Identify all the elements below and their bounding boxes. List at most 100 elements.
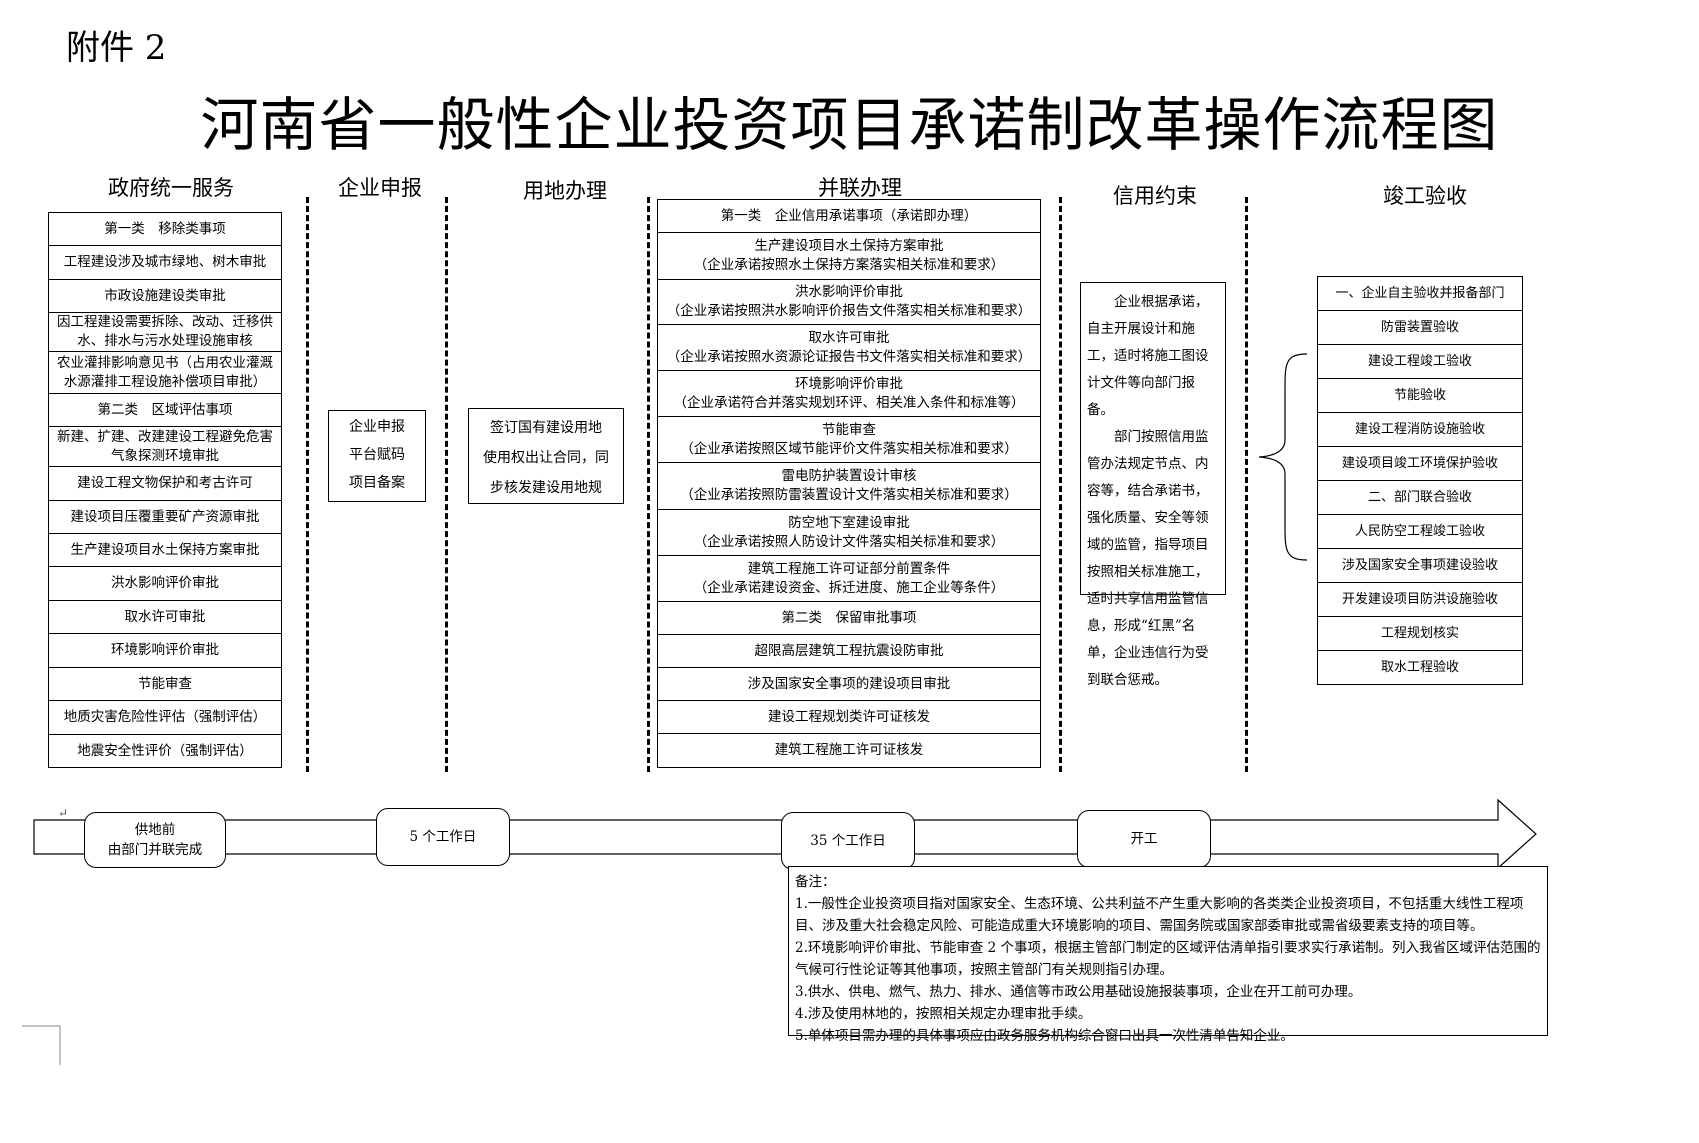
acceptance-item-text: 建设工程消防设施验收 [1354, 422, 1485, 437]
gov-item-text: 市政设施建设类审批 [104, 287, 226, 304]
parallel-item: 取水许可审批（企业承诺按照水资源论证报告书文件落实相关标准和要求） [658, 325, 1040, 371]
credit-paragraph: 部门按照信用监管办法规定节点、内容等，结合承诺书，强化质量、安全等领域的监管，指… [1087, 429, 1209, 688]
acceptance-list: 一、企业自主验收并报备部门防雷装置验收建设工程竣工验收节能验收建设工程消防设施验… [1317, 276, 1523, 685]
acceptance-item: 二、部门联合验收 [1318, 481, 1522, 515]
acceptance-item-text: 建设工程竣工验收 [1367, 354, 1472, 369]
attachment-label: 附件 2 [66, 28, 167, 68]
apply-step: 平台赋码 [349, 447, 405, 463]
parallel-item-text: （企业承诺建设资金、拆迁进度、施工企业等条件） [693, 579, 1005, 596]
stage-label: 供地前 [134, 822, 176, 838]
parallel-item-text: 生产建设项目水土保持方案审批 [754, 238, 944, 254]
gov-item-text: 建设项目压覆重要矿产资源审批 [70, 508, 260, 525]
gov-item: 生产建设项目水土保持方案审批 [49, 534, 281, 567]
page-title: 河南省一般性企业投资项目承诺制改革操作流程图 [200, 91, 1499, 159]
acceptance-item-text: 建设项目竣工环境保护验收 [1341, 456, 1498, 471]
parallel-item-text: （企业承诺按照水土保持方案落实相关标准和要求） [693, 257, 1005, 273]
acceptance-item-text: 防雷装置验收 [1380, 320, 1459, 335]
acceptance-item-text: 节能验收 [1393, 388, 1446, 403]
note-item: 2.环境影响评价审批、节能审查 2 个事项，根据主管部门制定的区域评估清单指引要… [795, 940, 1541, 978]
gov-item: 因工程建设需要拆除、改动、迁移供水、排水与污水处理设施审核 [49, 313, 281, 352]
note-item: 1.一般性企业投资项目指对国家安全、生态环境、公共利益不产生重大影响的各类类企业… [795, 896, 1524, 934]
note-item: 4.涉及使用林地的，按照相关规定办理审批手续。 [795, 1006, 1092, 1022]
enterprise-apply-box: 企业申报 平台赋码 项目备案 [328, 410, 426, 502]
gov-item: 第一类 移除类事项 [49, 213, 281, 246]
gov-item: 地震安全性评价（强制评估） [49, 735, 281, 768]
stage-35-days: 35 个工作日 [781, 812, 915, 870]
parallel-item-text: 建筑工程施工许可证部分前置条件 [747, 560, 951, 577]
column-heading-land: 用地办理 [523, 179, 607, 203]
stage-5-days: 5 个工作日 [376, 808, 510, 866]
notes-heading: 备注： [795, 874, 836, 890]
parallel-item: 建筑工程施工许可证核发 [658, 734, 1040, 768]
gov-item-text: 工程建设涉及城市绿地、树木审批 [63, 254, 267, 270]
stage-label: 由部门并联完成 [107, 842, 203, 858]
gov-item-text: 节能审查 [138, 675, 192, 692]
brace-icon [1258, 353, 1308, 561]
gov-item-text: 生产建设项目水土保持方案审批 [70, 541, 260, 558]
parallel-item: 生产建设项目水土保持方案审批 （企业承诺按照水土保持方案落实相关标准和要求） [658, 233, 1040, 280]
gov-item: 农业灌排影响意见书（占用农业灌溉水源灌排工程设施补偿项目审批） [49, 352, 281, 394]
acceptance-item: 建设项目竣工环境保护验收 [1318, 447, 1522, 481]
acceptance-item-text: 工程规划核实 [1380, 626, 1459, 641]
acceptance-item: 人民防空工程竣工验收 [1318, 515, 1522, 549]
parallel-item: 建筑工程施工许可证部分前置条件 （企业承诺建设资金、拆迁进度、施工企业等条件） [658, 556, 1040, 602]
gov-item-text: 洪水影响评价审批 [111, 575, 219, 591]
acceptance-item-text: 人民防空工程竣工验收 [1354, 524, 1485, 539]
gov-item: 工程建设涉及城市绿地、树木审批 [49, 246, 281, 280]
column-divider [1059, 197, 1062, 772]
gov-item-text: 地震安全性评价（强制评估） [77, 742, 253, 759]
parallel-item-text: 第一类 企业信用承诺事项（承诺即办理） [720, 207, 978, 224]
parallel-item: 第二类 保留审批事项 [658, 602, 1040, 635]
acceptance-item-text: 一、企业自主验收并报备部门 [1335, 286, 1505, 301]
gov-item: 建设项目压覆重要矿产资源审批 [49, 501, 281, 534]
parallel-item-text: 建设工程规划类许可证核发 [768, 708, 930, 725]
column-divider [1245, 197, 1248, 772]
gov-item: 第二类 区域评估事项 [49, 394, 281, 427]
gov-item-text: 农业灌排影响意见书（占用农业灌溉水源灌排工程设施补偿项目审批） [57, 354, 273, 390]
parallel-item-text: 防空地下室建设审批 [788, 514, 910, 531]
column-heading-acceptance: 竣工验收 [1383, 184, 1467, 208]
parallel-item-text: 节能审查 [822, 421, 876, 438]
gov-item-text: 新建、扩建、改建建设工程避免危害气象探测环境审批 [57, 428, 273, 464]
parallel-item-text: 取水许可审批 [808, 329, 890, 346]
acceptance-item: 节能验收 [1318, 379, 1522, 413]
column-divider [445, 197, 448, 772]
credit-paragraph: 企业根据承诺，自主开展设计和施工，适时将施工图设计文件等向部门报备。 [1087, 294, 1209, 418]
acceptance-item: 防雷装置验收 [1318, 311, 1522, 345]
parallel-item-text: （企业承诺按照洪水影响评价报告文件落实相关标准和要求） [666, 303, 1032, 319]
parallel-item-text: 建筑工程施工许可证核发 [774, 742, 924, 758]
parallel-item: 第一类 企业信用承诺事项（承诺即办理） [658, 200, 1040, 233]
gov-item: 节能审查 [49, 668, 281, 701]
parallel-item-text: 超限高层建筑工程抗震设防审批 [754, 642, 944, 659]
notes-box: 备注： 1.一般性企业投资项目指对国家安全、生态环境、公共利益不产生重大影响的各类… [788, 866, 1548, 1044]
parallel-item-text: 雷电防护装置设计审核 [781, 468, 917, 484]
apply-step: 项目备案 [349, 475, 405, 491]
parallel-item: 环境影响评价审批（企业承诺符合并落实规划环评、相关准入条件和标准等） [658, 371, 1040, 417]
parallel-item: 超限高层建筑工程抗震设防审批 [658, 635, 1040, 668]
column-heading-apply: 企业申报 [338, 176, 422, 200]
paragraph-mark-icon: ↵ [58, 806, 69, 820]
parallel-item: 洪水影响评价审批（企业承诺按照洪水影响评价报告文件落实相关标准和要求） [658, 280, 1040, 325]
apply-step: 企业申报 [349, 419, 405, 435]
parallel-item: 涉及国家安全事项的建设项目审批 [658, 668, 1040, 701]
gov-item: 洪水影响评价审批 [49, 567, 281, 601]
gov-item: 市政设施建设类审批 [49, 280, 281, 313]
parallel-item-text: 涉及国家安全事项的建设项目审批 [747, 675, 951, 692]
acceptance-item: 涉及国家安全事项建设验收 [1318, 549, 1522, 583]
parallel-item: 节能审查（企业承诺按照区域节能评价文件落实相关标准和要求） [658, 417, 1040, 463]
acceptance-item: 取水工程验收 [1318, 651, 1522, 685]
gov-item-text: 建设工程文物保护和考古许可 [77, 475, 253, 491]
parallel-item: 建设工程规划类许可证核发 [658, 701, 1040, 734]
page-corner-mark [22, 1025, 61, 1065]
note-item: 5.单体项目需办理的具体事项应由政务服务机构综合窗口出具一次性清单告知企业。 [795, 1028, 1294, 1044]
parallel-item-text: （企业承诺符合并落实规划环评、相关准入条件和标准等） [673, 394, 1025, 411]
parallel-item-text: （企业承诺按照人防设计文件落实相关标准和要求） [693, 533, 1005, 550]
stage-label: 5 个工作日 [409, 829, 477, 845]
parallel-item-text: （企业承诺按照防雷装置设计文件落实相关标准和要求） [680, 487, 1018, 503]
gov-item-text: 地质灾害危险性评估（强制评估） [63, 709, 267, 725]
land-step-line: 使用权出让合同，同 [483, 450, 609, 466]
parallel-handling-list: 第一类 企业信用承诺事项（承诺即办理） 生产建设项目水土保持方案审批 （企业承诺按照… [657, 199, 1041, 768]
land-step-line: 步核发建设用地规 [490, 480, 602, 496]
parallel-item: 防空地下室建设审批 （企业承诺按照人防设计文件落实相关标准和要求） [658, 510, 1040, 556]
column-divider [306, 197, 309, 772]
